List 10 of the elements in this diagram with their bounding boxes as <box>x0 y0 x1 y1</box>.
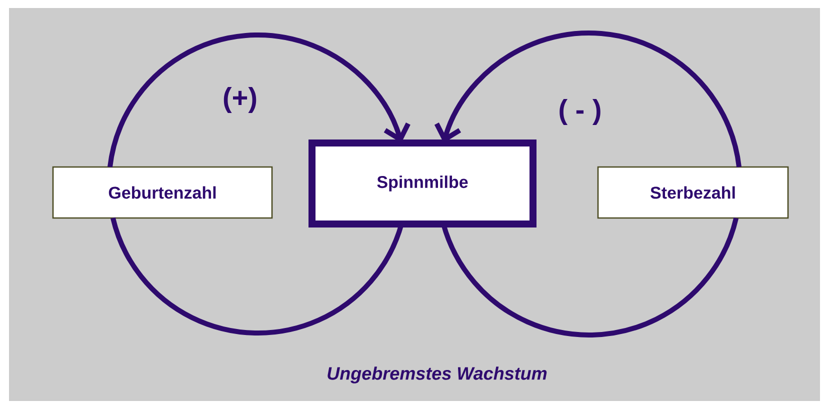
sign-label: (+) <box>224 86 256 114</box>
label-box: Geburtenzahl <box>52 166 273 219</box>
sign-label: ( - ) <box>560 98 600 126</box>
arrow <box>108 32 410 168</box>
connector-line <box>441 217 739 338</box>
caption: Ungebremstes Wachstum <box>328 366 547 384</box>
arrow <box>434 30 742 168</box>
label-box: Sterbezahl <box>597 166 789 219</box>
connector-line <box>110 217 404 336</box>
process-box: Spinnmilbe <box>308 140 536 228</box>
